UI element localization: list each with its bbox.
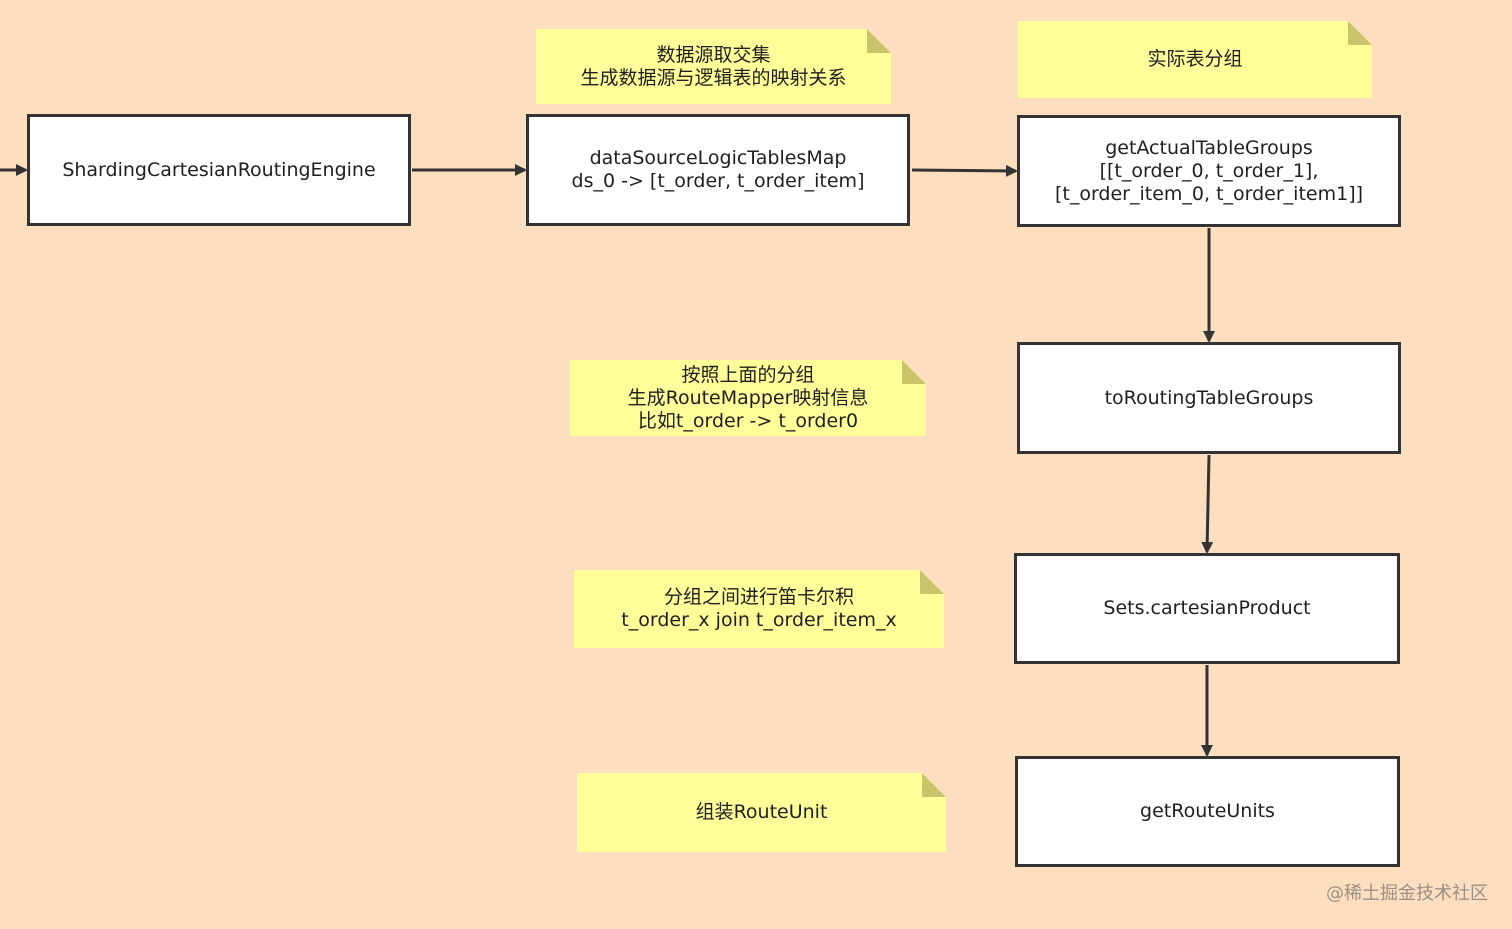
box-to-routing-table-groups[interactable]: toRoutingTableGroups <box>1017 342 1401 454</box>
note-actual-table-grouping: 实际表分组 <box>1018 21 1372 98</box>
box-actual-line-1: getActualTableGroups <box>1105 136 1313 159</box>
box-get-route-units[interactable]: getRouteUnits <box>1015 756 1400 867</box>
note-cartesian-line-1: 分组之间进行笛卡尔积 <box>663 586 854 608</box>
box-routing-line-1: toRoutingTableGroups <box>1104 386 1314 409</box>
arrow-routing-to-cartesian <box>1201 454 1214 554</box>
note-routing-line-1: 按照上面的分组 <box>681 363 815 386</box>
note-actual-line-1: 实际表分组 <box>1147 48 1243 70</box>
box-sharding-cartesian-routing-engine[interactable]: ShardingCartesianRoutingEngine <box>27 114 411 226</box>
box-sets-cartesian-product[interactable]: Sets.cartesianProduct <box>1014 553 1400 664</box>
note-datasource-intersection: 数据源取交集 生成数据源与逻辑表的映射关系 <box>536 29 891 104</box>
box-datasource-logic-tables-map[interactable]: dataSourceLogicTablesMap ds_0 -> [t_orde… <box>526 114 910 226</box>
box-actual-line-3: [t_order_item_0, t_order_item1]] <box>1054 182 1364 205</box>
box-datasource-line-1: dataSourceLogicTablesMap <box>589 147 847 169</box>
note-cartesian-line-2: t_order_x join t_order_item_x <box>621 609 897 631</box>
arrow-datasource-to-actual <box>911 164 1018 177</box>
box-engine-line-1: ShardingCartesianRoutingEngine <box>62 158 376 181</box>
watermark-text: @稀土掘金技术社区 <box>1326 883 1488 904</box>
note-route-mapper: 按照上面的分组 生成RouteMapper映射信息 比如t_order -> t… <box>570 360 926 436</box>
note-units-line-1: 组装RouteUnit <box>695 801 828 823</box>
box-cartesian-line-1: Sets.cartesianProduct <box>1103 597 1311 619</box>
box-units-line-1: getRouteUnits <box>1140 800 1275 822</box>
note-routing-line-2: 生成RouteMapper映射信息 <box>627 386 869 409</box>
note-datasource-line-2: 生成数据源与逻辑表的映射关系 <box>580 66 847 89</box>
note-cartesian-product: 分组之间进行笛卡尔积 t_order_x join t_order_item_x <box>574 570 944 648</box>
note-routing-line-3: 比如t_order -> t_order0 <box>637 409 859 432</box>
note-datasource-line-1: 数据源取交集 <box>656 43 771 66</box>
box-get-actual-table-groups[interactable]: getActualTableGroups [[t_order_0, t_orde… <box>1017 115 1401 227</box>
box-datasource-line-2: ds_0 -> [t_order, t_order_item] <box>571 170 865 192</box>
note-assemble-route-unit: 组装RouteUnit <box>577 773 946 852</box>
box-actual-line-2: [[t_order_0, t_order_1], <box>1099 159 1319 182</box>
